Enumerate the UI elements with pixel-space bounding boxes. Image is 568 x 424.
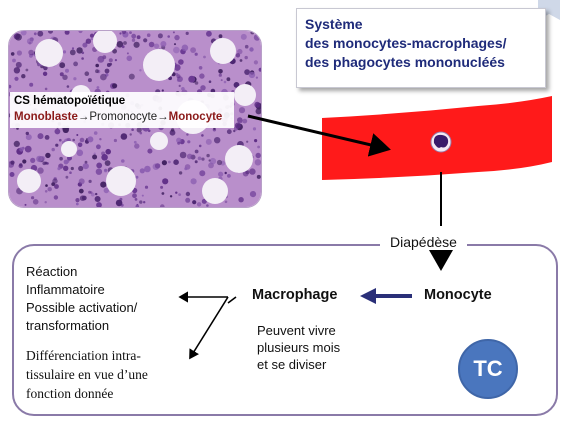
system-title-box: Système des monocytes-macrophages/ des p… — [296, 8, 546, 88]
reaction-line-1: Réaction — [26, 264, 78, 279]
lifespan-line-1: Peuvent vivre — [257, 323, 336, 338]
lifespan-line-2: plusieurs mois — [257, 340, 341, 355]
reaction-line-4: transformation — [26, 318, 110, 333]
monoblaste-label: Monoblaste — [14, 111, 78, 123]
title-line-1: Système — [305, 16, 363, 32]
arrow-to-blood-vessel — [247, 114, 391, 157]
reaction-line-2: Inflammatoire — [26, 282, 105, 297]
differentiation-line-2: tissulaire en vue d’une — [26, 367, 148, 382]
hematopoietic-stem-cell-label: CS hématopoïétique — [14, 95, 126, 107]
monocyte-lineage-label: Monocyte — [168, 111, 223, 123]
tc-badge: TC — [458, 339, 518, 399]
monocyte-nucleus — [433, 134, 449, 148]
monocyte-label: Monocyte — [424, 287, 492, 303]
promonocyte-label: Promonocyte — [89, 111, 158, 123]
lineage-arrow-1: → — [77, 111, 90, 123]
title-line-3: des phagocytes mononucléés — [305, 54, 505, 70]
title-line-2: des monocytes-macrophages/ — [305, 35, 507, 51]
differentiation-line-3: fonction donnée — [26, 386, 114, 401]
lineage-arrow-2: → — [157, 111, 169, 123]
differentiation-line-1: Différenciation intra- — [26, 348, 141, 363]
hematopoiesis-label-box: CS hématopoïétique Monoblaste→Promonocyt… — [10, 92, 234, 128]
diapedese-label: Diapédèse — [380, 234, 467, 250]
reaction-line-3: Possible activation/ — [26, 300, 138, 315]
macrophage-label: Macrophage — [252, 287, 338, 303]
monocyte-lineage-sequence: Monoblaste→Promonocyte→Monocyte — [14, 109, 230, 125]
lifespan-line-3: et se diviser — [257, 357, 327, 372]
monocyte-to-macrophage-arrowhead — [360, 288, 376, 304]
arrow-to-differentiation — [189, 296, 229, 360]
macrophage-fate-connector — [227, 296, 237, 304]
